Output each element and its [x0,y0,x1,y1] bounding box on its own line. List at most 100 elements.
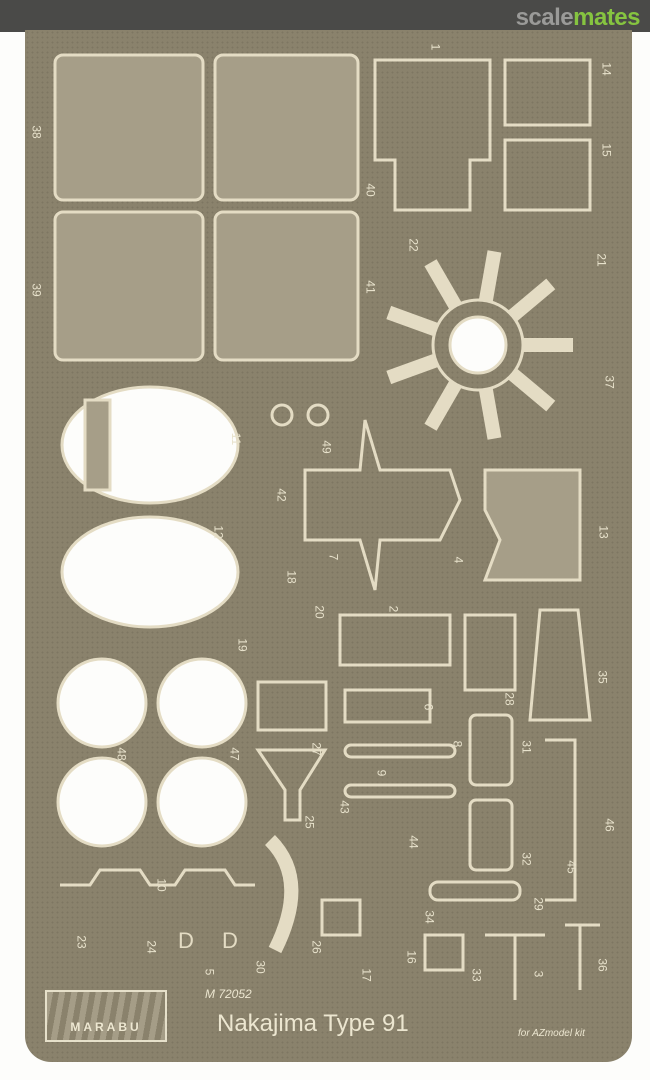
part-27 [256,680,328,732]
part-number-27: 27 [309,742,324,756]
part-number-36: 36 [595,958,610,972]
part-number-10: 10 [154,878,169,892]
part-28 [463,613,517,692]
part-number-14: 14 [599,62,614,76]
part-number-1: 1 [428,43,443,51]
top-bar: scalemates [0,0,650,32]
part-32 [468,798,514,872]
part-6 [343,688,432,724]
part-number-4: 4 [451,556,466,564]
part-number-39: 39 [29,283,44,297]
part-9 [343,783,457,799]
part-number-18: 18 [284,570,299,584]
part-number-25: 25 [302,815,317,829]
part-5a: D [178,928,194,953]
part-33 [423,933,465,972]
part-13 [482,468,582,582]
part-15 [503,138,592,212]
part-number-28: 28 [502,692,517,706]
part-31 [468,713,514,787]
part-number-46: 46 [602,818,617,832]
part-number-43: 43 [337,800,352,814]
part-7 [303,419,462,591]
marabu-logo: MARABU [45,990,167,1042]
part-46 [545,738,577,902]
part-number-34: 34 [422,910,437,924]
part-number-35: 35 [595,670,610,684]
part-35 [528,608,592,722]
part-number-29: 29 [531,897,546,911]
part-number-3: 3 [531,970,546,978]
part-number-2: 2 [386,605,401,613]
part-29 [428,880,522,902]
part-30 [320,898,362,937]
part-10 [60,868,255,887]
cylinder-spoke [424,380,462,431]
kit-note: for AZmodel kit [518,1028,585,1039]
part-number-38: 38 [29,125,44,139]
part-number-40: 40 [363,183,378,197]
part-25 [255,748,328,822]
part-number-20: 20 [312,605,327,619]
part-2 [338,613,452,667]
part-number-37: 37 [602,375,617,389]
cylinder-spoke [386,353,439,385]
part-number-22: 22 [406,238,421,252]
part-number-12: 12 [211,525,226,539]
scalemates-watermark: scalemates [515,4,641,31]
cylinder-spoke [478,250,502,302]
part-number-11: 11 [229,432,244,446]
part-number-49: 49 [319,440,334,454]
part-37-engine [386,250,573,440]
part-number-24: 24 [144,940,159,954]
part-number-13: 13 [596,525,611,539]
fret-title: Nakajima Type 91 [217,1010,409,1037]
part-number-32: 32 [519,852,534,866]
cylinder-spoke [507,278,556,322]
panel-41 [213,210,360,362]
part-47 [156,657,248,749]
panel-40 [213,53,360,202]
part-36 [565,923,600,990]
part-5b: D [222,928,238,953]
part-number-31: 31 [519,740,534,754]
part-number-48: 48 [114,747,129,761]
part-number-8: 8 [450,740,465,748]
part-48 [56,657,148,749]
panel-38 [53,53,205,202]
part-49a [270,403,294,427]
part-number-30: 30 [253,960,268,974]
cylinder-spoke [507,368,556,412]
part-11 [60,385,240,505]
part-number-15: 15 [599,143,614,157]
part-1 [373,58,492,212]
part-14 [503,58,592,127]
cylinder-spoke [478,388,502,440]
part-number-44: 44 [406,835,421,849]
product-code: M 72052 [205,987,252,1001]
part-number-33: 33 [469,968,484,982]
part-12 [60,515,240,629]
part-number-45: 45 [564,860,579,874]
part-number-47: 47 [227,747,242,761]
part-number-42: 42 [274,488,289,502]
part-number-9: 9 [374,769,389,777]
part-26 [264,835,299,954]
part-3 [485,933,545,1000]
part-number-19: 19 [235,638,250,652]
part-number-21: 21 [594,253,609,267]
part-number-26: 26 [309,940,324,954]
part-number-23: 23 [74,935,89,949]
part-number-6: 6 [421,703,436,711]
part-number-16: 16 [404,950,419,964]
part-49b [306,403,330,427]
part-number-41: 41 [363,280,378,294]
part-8 [343,743,457,759]
part-number-17: 17 [359,968,374,982]
panel-39 [53,210,205,362]
part-number-7: 7 [326,553,341,561]
part-number-5: 5 [202,968,217,976]
cylinder-spoke [424,259,462,310]
cylinder-spoke [386,305,439,337]
